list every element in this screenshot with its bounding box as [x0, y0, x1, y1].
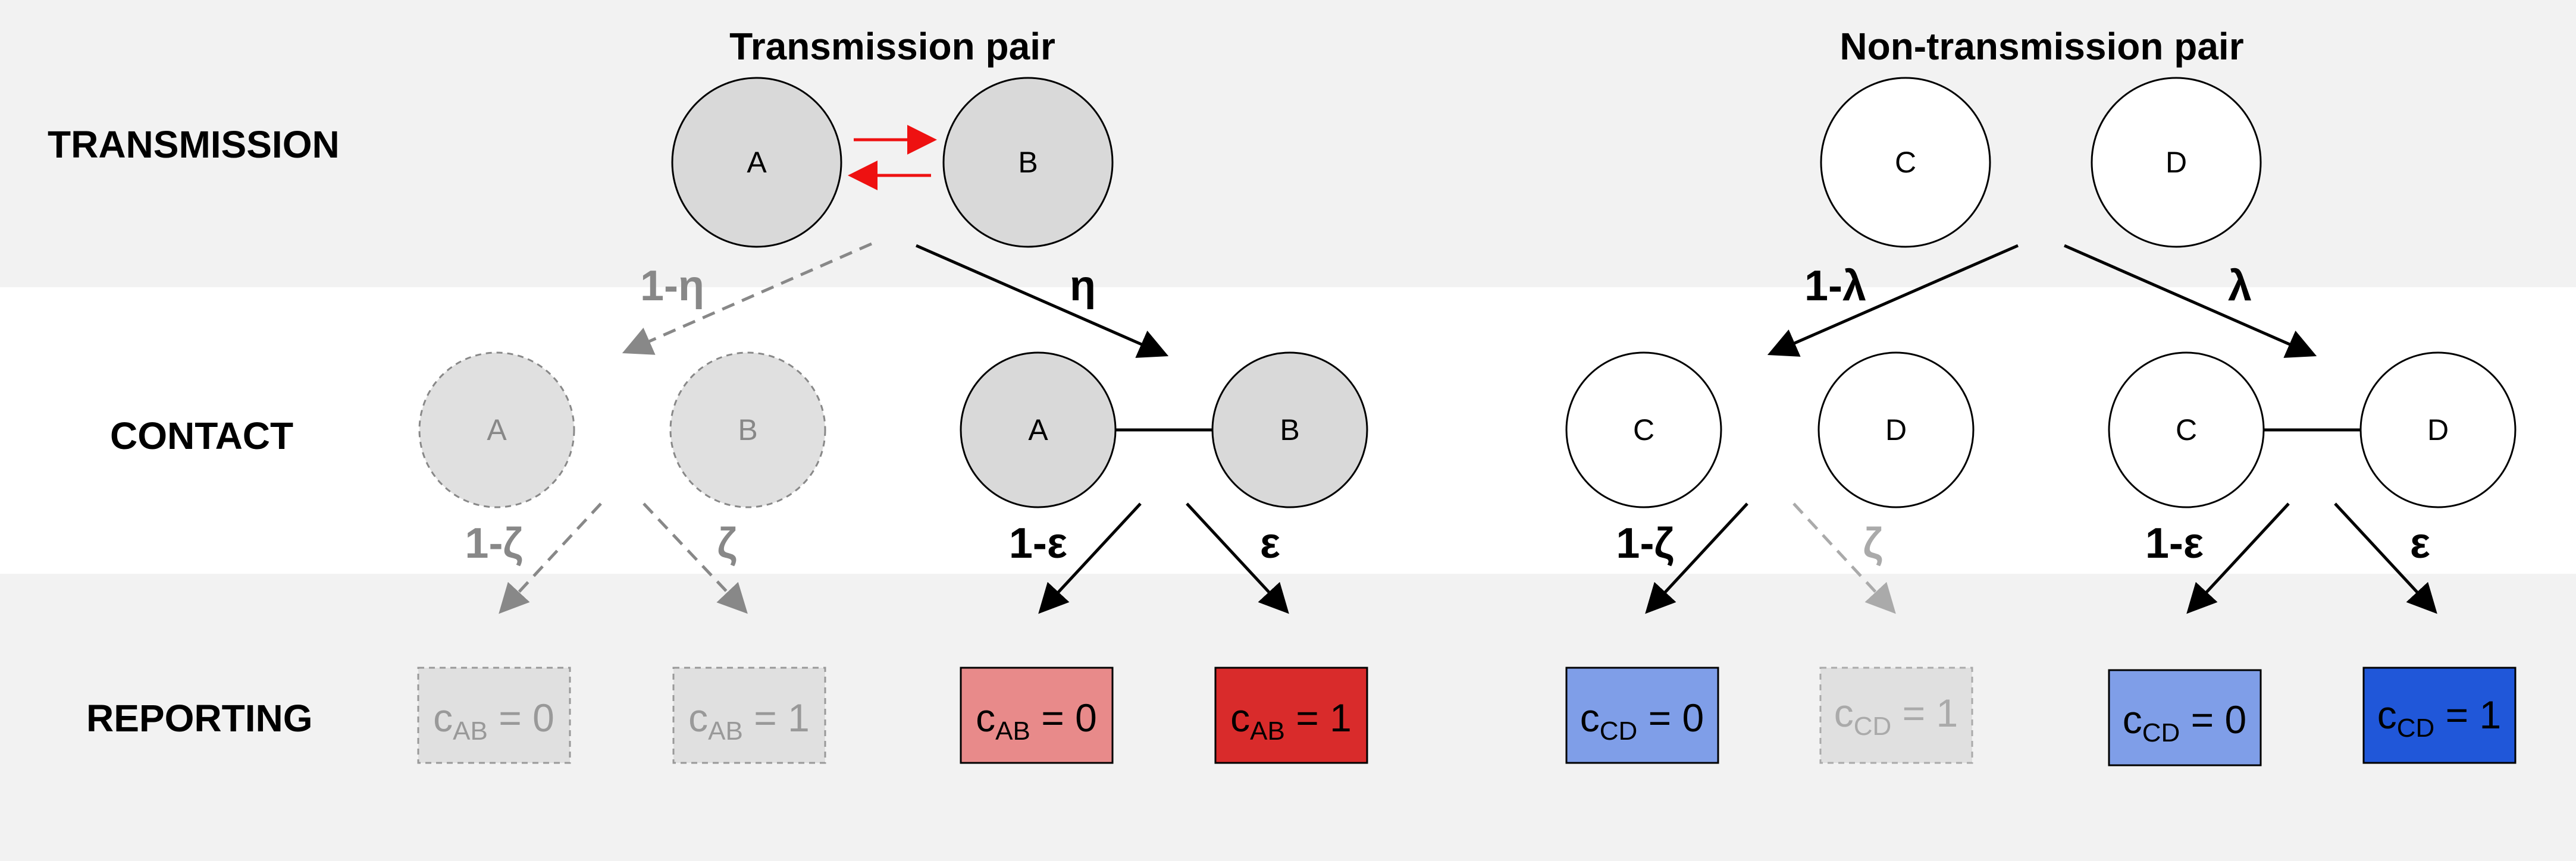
node-a-no-contact-label: A: [487, 413, 507, 447]
title-transmission-pair: Transmission pair: [729, 25, 1055, 68]
arrow-cd-contact-report-0: [2186, 502, 2290, 614]
report-cd-0-no-contact: cCD = 0: [1580, 696, 1704, 746]
node-c-no-contact: [1565, 351, 1722, 508]
band-label-transmission: TRANSMISSION: [48, 123, 340, 166]
arrow-ab-no-contact-report-0: [499, 502, 602, 614]
report-ab-1-faded: cAB = 1: [688, 696, 810, 746]
prob-one-minus-lambda: 1-λ: [1804, 262, 1866, 310]
node-d-transmission-label: D: [2166, 146, 2187, 179]
report-cd-0-contact: cCD = 0: [2123, 697, 2247, 747]
node-b-contact: [1211, 351, 1368, 508]
report-cd-1-faded: cCD = 1: [1834, 691, 1958, 741]
node-d-contact: [2359, 351, 2517, 508]
arrow-no-contact-cd: [1767, 244, 2019, 357]
report-ab-0-faded: cAB = 0: [433, 696, 554, 746]
arrow-ab-no-contact-report-1: [643, 502, 748, 614]
node-c-transmission-label: C: [1895, 146, 1916, 179]
report-box-cd-1-contact: [2362, 667, 2517, 764]
report-box-ab-0: [960, 667, 1114, 764]
band-label-reporting: REPORTING: [86, 697, 312, 740]
prob-one-minus-zeta-cd: 1-ζ: [1616, 520, 1674, 567]
report-box-ab-1-faded: [672, 667, 826, 764]
node-d-no-contact: [1817, 351, 1975, 508]
node-d-contact-label: D: [2427, 413, 2449, 447]
report-ab-1: cAB = 1: [1230, 696, 1352, 746]
report-box-cd-1-faded: [1819, 667, 1973, 764]
prob-eta: η: [1070, 262, 1096, 310]
arrow-cd-no-contact-report-1: [1792, 502, 1896, 614]
node-a-transmission-label: A: [747, 146, 767, 179]
report-box-ab-0-faded: [417, 667, 571, 764]
report-box-ab-1: [1214, 667, 1368, 764]
node-d-transmission: [2091, 77, 2262, 248]
arrow-ab-contact-report-1: [1186, 502, 1289, 614]
report-box-cd-0-contact: [2108, 669, 2262, 766]
band-label-contact: CONTACT: [110, 414, 293, 457]
prob-one-minus-epsilon-ab: 1-ε: [1009, 520, 1067, 567]
node-b-no-contact-label: B: [738, 413, 757, 447]
report-ab-0: cAB = 0: [976, 696, 1097, 746]
prob-lambda: λ: [2228, 262, 2252, 310]
prob-one-minus-epsilon-cd: 1-ε: [2145, 520, 2204, 567]
prob-epsilon-cd: ε: [2410, 520, 2430, 567]
prob-one-minus-zeta-ab: 1-ζ: [465, 520, 522, 567]
node-d-no-contact-label: D: [1885, 413, 1907, 447]
node-c-contact: [2108, 351, 2265, 508]
arrow-ab-contact-report-0: [1038, 502, 1142, 614]
report-cd-1-contact: cCD = 1: [2377, 693, 2502, 743]
prob-epsilon-ab: ε: [1260, 520, 1280, 567]
node-b-transmission: [942, 77, 1114, 248]
node-c-contact-label: C: [2176, 413, 2197, 447]
node-a-no-contact: [418, 351, 575, 508]
node-b-contact-label: B: [1280, 413, 1299, 447]
node-b-no-contact: [669, 351, 826, 508]
arrow-no-contact-ab: [622, 242, 873, 355]
node-b-transmission-label: B: [1018, 146, 1038, 179]
prob-zeta-cd: ζ: [1863, 520, 1882, 567]
node-c-no-contact-label: C: [1633, 413, 1654, 447]
node-a-transmission: [671, 77, 842, 248]
node-a-contact: [960, 351, 1117, 508]
arrow-contact-cd: [2063, 244, 2317, 358]
node-c-transmission: [1820, 77, 1991, 248]
node-a-contact-label: A: [1028, 413, 1048, 447]
report-box-cd-0-no-contact: [1565, 667, 1719, 764]
prob-one-minus-eta: 1-η: [640, 262, 704, 310]
title-non-transmission-pair: Non-transmission pair: [1839, 25, 2243, 68]
arrow-contact-ab: [915, 244, 1169, 358]
arrow-cd-contact-report-1: [2334, 502, 2437, 614]
prob-zeta-ab: ζ: [717, 520, 737, 567]
arrow-cd-no-contact-report-0: [1645, 502, 1748, 614]
